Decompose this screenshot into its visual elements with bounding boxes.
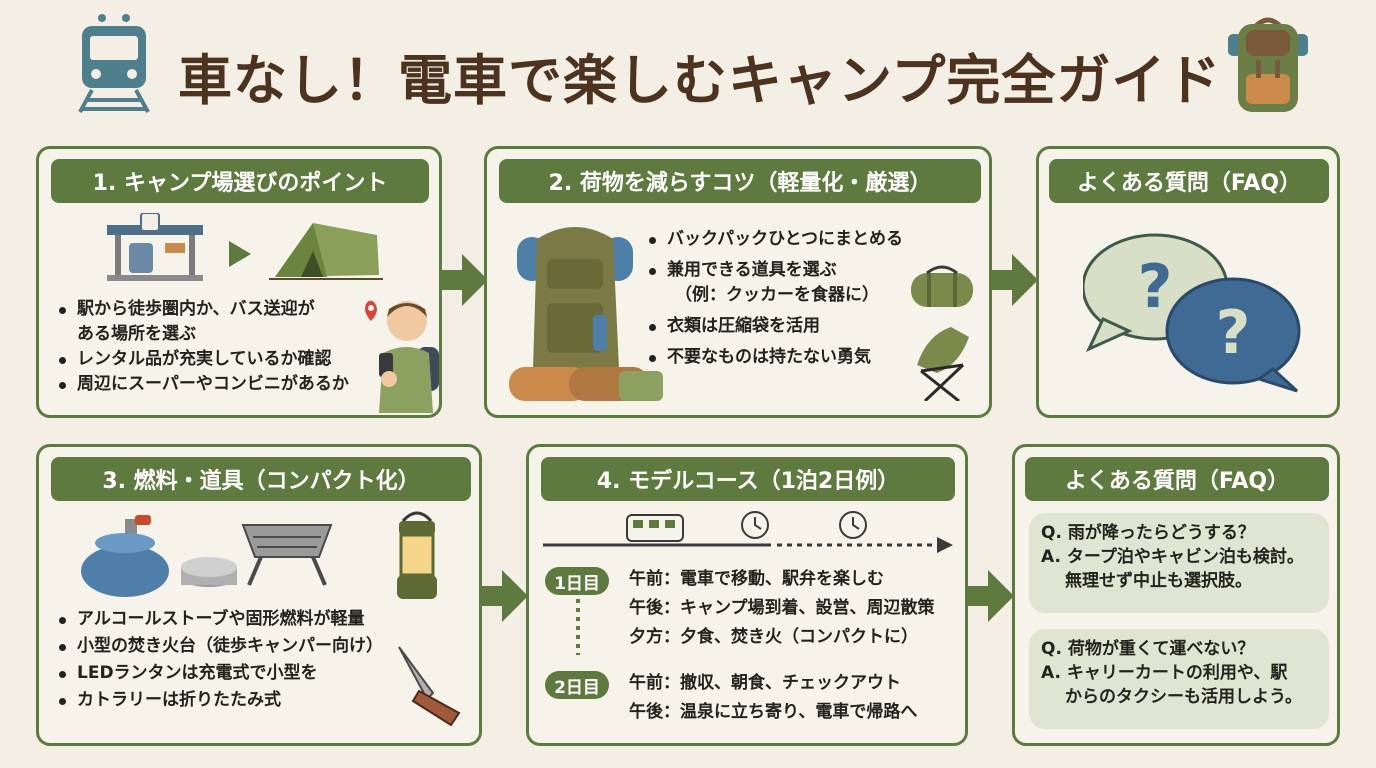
header: 車なし！電車で楽しむキャンプ完全ガイド (0, 0, 1376, 130)
folding-chair-icon (917, 327, 969, 401)
hiker-with-phone-icon (365, 300, 439, 413)
list-item: 兼用できる道具を選ぶ（例：クッカーを食器に） (647, 258, 903, 308)
backpack-gear-icon (509, 227, 663, 401)
list-item: 衣類は圧縮袋を活用 (647, 314, 903, 339)
list-item: 周辺にスーパーやコンビニがあるか (57, 372, 349, 397)
question-bubbles-icon: ? ? (1083, 233, 1301, 393)
backpack-icon (1228, 17, 1308, 112)
panel-faq-bottom: よくある質問（FAQ） Q. 雨が降ったらどうする？ A. タープ泊やキャビン泊… (1012, 444, 1340, 746)
page-title: 車なし！電車で楽しむキャンプ完全ガイド (178, 49, 1222, 112)
sleeping-bag-icon (911, 265, 973, 307)
list-item: カトラリーは折りたたみ式 (57, 688, 383, 713)
timeline-icon (543, 511, 953, 553)
panel-heading: 3. 燃料・道具（コンパクト化） (51, 457, 471, 501)
flow-arrow-icon (482, 570, 528, 622)
gas-canister-icon (81, 515, 237, 597)
faq-item: Q. 荷物が重くて運べない？ A. キャリーカートの利用や、駅 からのタクシーも… (1029, 629, 1329, 729)
lantern-icon (397, 511, 437, 599)
tent-icon (269, 223, 383, 280)
train-icon (78, 14, 150, 113)
panel-heading: よくある質問（FAQ） (1049, 159, 1329, 203)
right-arrow-icon (229, 241, 251, 267)
panel-camp-site: 1. キャンプ場選びのポイント 駅から徒歩圏内か、バス送迎がある場所を選ぶ レン… (36, 146, 442, 418)
svg-text:?: ? (1216, 298, 1251, 368)
panel-heading: よくある質問（FAQ） (1025, 457, 1329, 501)
faq-item: Q. 雨が降ったらどうする？ A. タープ泊やキャビン泊も検討。 無理せず中止も… (1029, 513, 1329, 613)
station-icon (107, 213, 203, 281)
list-item: アルコールストーブや固形燃料が軽量 (57, 607, 383, 632)
luggage-list: バックパックひとつにまとめる 兼用できる道具を選ぶ（例：クッカーを食器に） 衣類… (647, 227, 903, 370)
flow-arrow-icon (442, 254, 488, 306)
fuel-list: アルコールストーブや固形燃料が軽量 小型の焚き火台（徒歩キャンパー向け） LED… (57, 607, 383, 713)
list-item: LEDランタンは充電式で小型を (57, 661, 383, 686)
camp-site-list: 駅から徒歩圏内か、バス送迎がある場所を選ぶ レンタル品が充実しているか確認 周辺… (57, 297, 349, 397)
day1-schedule: 午前：電車で移動、駅弁を楽しむ 午後：キャンプ場到着、設営、周辺散策 夕方：夕食… (629, 569, 935, 647)
fire-pit-icon (241, 524, 333, 586)
day-label: 2日目 (545, 671, 609, 699)
flow-arrow-icon (992, 254, 1038, 306)
list-item: 駅から徒歩圏内か、バス送迎がある場所を選ぶ (57, 297, 349, 347)
flow-arrow-icon (968, 570, 1014, 622)
folding-knife-icon (398, 646, 461, 727)
timeline-dots (576, 599, 580, 655)
list-item: 不要なものは持たない勇気 (647, 345, 903, 370)
panel-model-course: 4. モデルコース（1泊2日例） 1日目 午前：電車で移動、駅弁を楽しむ 午後：… (526, 444, 968, 746)
list-item: バックパックひとつにまとめる (647, 227, 903, 252)
panel-faq-top: よくある質問（FAQ） ? ? (1036, 146, 1340, 418)
panel-heading: 4. モデルコース（1泊2日例） (541, 457, 955, 501)
svg-text:?: ? (1138, 252, 1173, 322)
panel-fuel: 3. 燃料・道具（コンパクト化） アルコールストーブや固形燃料が軽量 小型の焚き… (36, 444, 482, 746)
day-label: 1日目 (545, 567, 609, 595)
panel-luggage: 2. 荷物を減らすコツ（軽量化・厳選） バックパックひとつにまとめる 兼用できる… (484, 146, 992, 418)
panel-heading: 1. キャンプ場選びのポイント (51, 159, 429, 203)
list-item: 小型の焚き火台（徒歩キャンパー向け） (57, 634, 383, 659)
panel-heading: 2. 荷物を減らすコツ（軽量化・厳選） (499, 159, 981, 203)
day2-schedule: 午前：撤収、朝食、チェックアウト 午後：温泉に立ち寄り、電車で帰路へ (629, 673, 918, 722)
list-item: レンタル品が充実しているか確認 (57, 347, 349, 372)
